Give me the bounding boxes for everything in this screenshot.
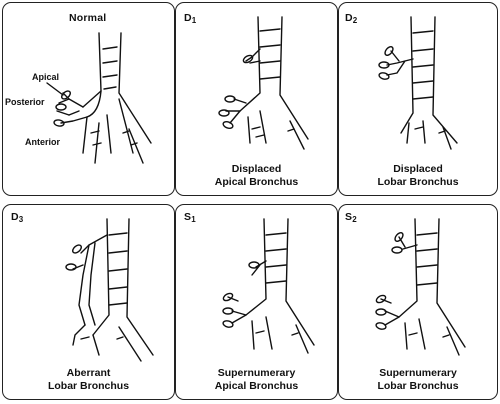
label-anterior: Anterior xyxy=(25,137,61,147)
bronchial-tree-illustration xyxy=(378,16,458,150)
bronchial-tree-illustration xyxy=(65,218,154,362)
panel-title: Normal xyxy=(69,12,107,24)
panel-title: D3 xyxy=(11,211,24,224)
panel-title: S2 xyxy=(345,211,357,224)
label-posterior: Posterior xyxy=(5,97,45,107)
panel-title: S1 xyxy=(184,211,196,224)
bronchial-tree-illustration xyxy=(46,32,152,164)
panel-normal: Normal Apical Posterior Anterior xyxy=(2,2,175,196)
bronchial-tree-illustration xyxy=(222,218,315,354)
panel-title: D2 xyxy=(345,12,358,25)
bronchial-tree-illustration xyxy=(375,218,466,356)
panel-title: D1 xyxy=(184,12,197,25)
bronchial-tree-illustration xyxy=(218,16,309,150)
label-apical: Apical xyxy=(32,72,60,82)
